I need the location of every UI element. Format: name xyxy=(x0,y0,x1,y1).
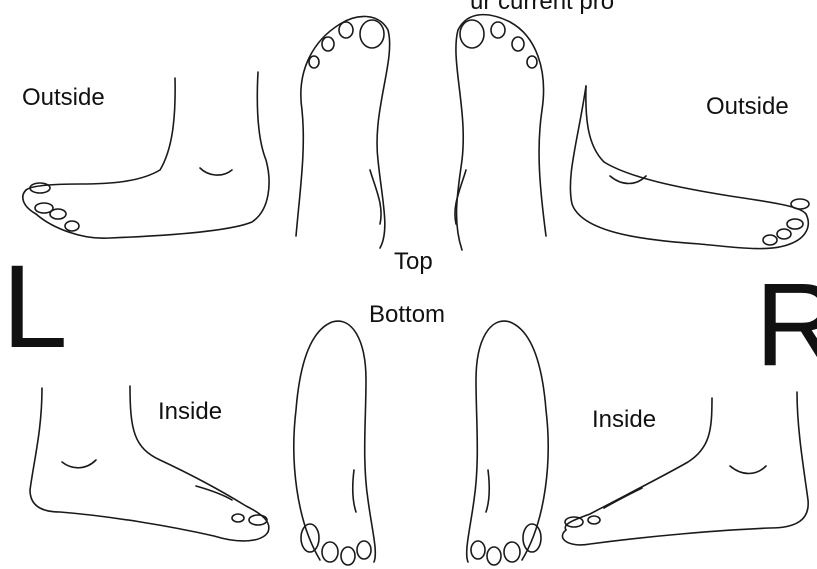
feet-bottom-view-drawing xyxy=(294,321,548,565)
left-foot-inside-drawing xyxy=(30,386,269,541)
feet-top-view-drawing xyxy=(296,15,546,250)
right-foot-outside-drawing xyxy=(570,86,809,249)
right-foot-inside-drawing xyxy=(562,392,808,545)
left-foot-outside-drawing xyxy=(23,72,269,238)
